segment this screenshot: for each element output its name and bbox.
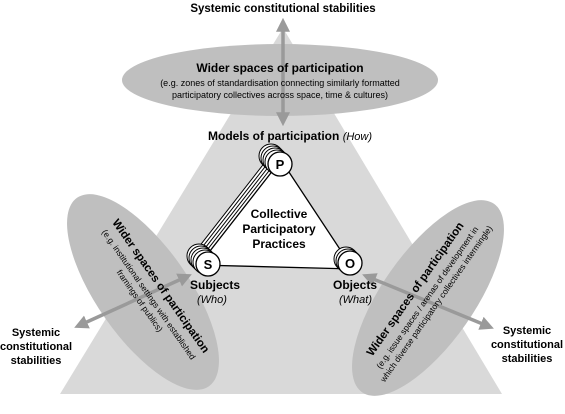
collective-line-1: Collective	[251, 207, 308, 221]
models-of-participation-label: Models of participation (How)	[208, 129, 372, 143]
top-wider-line-2: participatory collectives across space, …	[172, 90, 388, 100]
models-label: Models of participation	[208, 129, 339, 143]
objects-label: Objects	[333, 278, 377, 292]
left-stability-line-1: Systemic	[12, 327, 60, 339]
top-stability-label: Systemic constitutional stabilities	[190, 3, 375, 15]
subjects-label: Subjects	[190, 278, 240, 292]
node-o-label: O	[345, 256, 355, 271]
models-how: (How)	[343, 131, 373, 143]
collective-line-3: Practices	[252, 237, 306, 251]
collective-practices-triangle-stack	[189, 151, 355, 270]
top-wider-title: Wider spaces of participation	[196, 61, 363, 75]
subjects-who: (Who)	[197, 294, 227, 306]
node-p-label: P	[276, 157, 285, 172]
node-p: P	[258, 143, 293, 177]
left-arrow	[74, 273, 192, 329]
right-stability-line-3: stabilities	[502, 353, 553, 365]
right-stability-line-1: Systemic	[503, 325, 551, 337]
objects-what: (What)	[339, 294, 372, 306]
node-o: O	[333, 246, 363, 276]
node-s: S	[186, 243, 221, 277]
left-stability-line-2: constitutional	[0, 341, 72, 353]
top-wider-line-1: (e.g. zones of standardisation connectin…	[160, 78, 400, 88]
left-stability-line-3: stabilities	[11, 355, 62, 367]
collective-line-2: Participatory	[242, 222, 316, 236]
right-arrow	[362, 273, 494, 330]
inner-triangle	[197, 158, 355, 270]
right-stability-line-2: constitutional	[491, 339, 563, 351]
node-s-label: S	[204, 257, 213, 272]
